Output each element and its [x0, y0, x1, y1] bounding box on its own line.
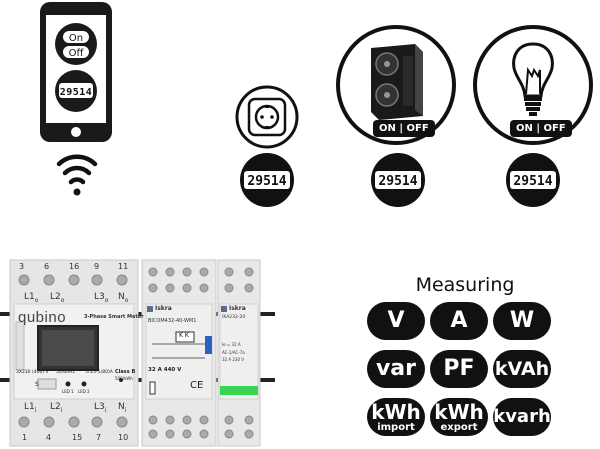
contactor-model: IKA232-20 — [222, 315, 246, 320]
ce-mark: CE — [190, 380, 204, 391]
phase-label: L2 — [50, 292, 61, 302]
unit-main: A — [450, 308, 468, 333]
meter-brand: qubino — [18, 309, 67, 326]
phase-sub: o — [34, 296, 39, 304]
relay-module — [141, 259, 217, 447]
unit-badge-kwh-export: kWh export — [430, 398, 488, 436]
phase-label: N — [118, 292, 125, 302]
meter-rate: 500/kWh — [115, 376, 133, 381]
meter-led2: LED 2 — [78, 389, 90, 394]
bulb-icon — [473, 25, 593, 145]
unit-badge-var: var — [367, 350, 425, 388]
meter-top-phase-labels: L1o L2o L3o No — [10, 292, 138, 306]
socket-counter: 29514 — [240, 153, 294, 207]
terminal-number: 15 — [72, 433, 83, 442]
unit-badge-pf: PF — [430, 350, 488, 388]
phase-sub: i — [34, 406, 37, 414]
phase-label: L3 — [94, 402, 105, 412]
contactor — [217, 259, 261, 447]
unit-badge-kwh-import: kWh import — [367, 398, 425, 436]
smart-meter — [9, 259, 139, 447]
phase-sub: i — [104, 406, 107, 414]
unit-main: kvarh — [493, 406, 551, 427]
unit-main: var — [375, 356, 417, 381]
unit-main: W — [509, 308, 535, 333]
phase-sub: i — [124, 406, 127, 414]
phone-off-label: Off — [69, 48, 85, 59]
socket-counter-digits: 29514 — [247, 174, 286, 189]
phase-sub: o — [104, 296, 109, 304]
meter-top-terminal-numbers: 3 6 16 9 11 — [10, 262, 138, 276]
meter-product: 3-Phase Smart Meter — [84, 314, 144, 320]
meter-bottom-terminal-numbers: 1 4 15 7 10 — [10, 433, 138, 445]
meter-class: Class B — [115, 369, 136, 375]
heatpump-counter-digits: 29514 — [378, 174, 417, 189]
unit-badge-kvah: kVAh — [493, 350, 551, 388]
phase-label: L1 — [24, 402, 35, 412]
socket-icon — [235, 85, 299, 149]
meter-spec-3: 0.25-5(80)A — [86, 370, 113, 375]
heatpump-onoff-label: ON | OFF — [373, 120, 435, 137]
meter-spec-2: 50/60Hz — [56, 370, 75, 375]
terminal-number: 7 — [96, 433, 102, 442]
din-rail-assembly — [0, 259, 275, 447]
unit-badge-ampere: A — [430, 302, 488, 340]
unit-sub: export — [440, 421, 478, 433]
bulb-onoff-label: ON | OFF — [510, 120, 572, 137]
phase-label: L2 — [50, 402, 61, 412]
contactor-spec-1: Ie = 32 A — [222, 342, 241, 347]
bulb-counter-digits: 29514 — [513, 174, 552, 189]
terminal-number: 3 — [19, 262, 25, 271]
measuring-title: Measuring — [415, 274, 515, 296]
terminal-number: 10 — [118, 433, 129, 442]
unit-badge-kvarh: kvarh — [493, 398, 551, 436]
relay-brand: Iskra — [155, 305, 172, 312]
unit-main: kVAh — [494, 357, 550, 380]
relay-rating: 32 A 440 V — [148, 367, 182, 373]
unit-sub: import — [377, 421, 415, 433]
bulb-counter: 29514 — [506, 153, 560, 207]
meter-s-label: S — [35, 381, 39, 388]
terminal-number: 1 — [22, 433, 28, 442]
phase-label: L1 — [24, 292, 35, 302]
unit-badge-watt: W — [493, 302, 551, 340]
heatpump-icon — [336, 25, 456, 145]
phone-on-label: On — [69, 33, 83, 44]
terminal-number: 16 — [69, 262, 80, 271]
phase-label: L3 — [94, 292, 105, 302]
meter-spec-1: 3X230 (400) V — [16, 370, 49, 375]
terminal-number: 9 — [94, 262, 100, 271]
wifi-icon — [56, 154, 98, 196]
contactor-brand: Iskra — [229, 305, 246, 312]
phone-counter-digits: 29514 — [60, 87, 93, 98]
unit-main: kWh — [371, 399, 421, 424]
smartphone-icon: On Off 29514 — [40, 2, 112, 142]
phase-sub: i — [60, 406, 63, 414]
relay-model: BICOM432-40-WM1 — [148, 318, 197, 324]
meter-led1: LED 1 — [62, 389, 74, 394]
contactor-spec-3: 32 A 230 V — [222, 357, 245, 362]
unit-main: kWh — [434, 399, 484, 424]
unit-main: V — [387, 308, 405, 333]
heatpump-counter: 29514 — [371, 153, 425, 207]
phase-label: N — [118, 402, 125, 412]
terminal-number: 11 — [118, 262, 129, 271]
terminal-number: 4 — [46, 433, 52, 442]
unit-main: PF — [443, 356, 475, 381]
unit-badge-volt: V — [367, 302, 425, 340]
terminal-number: 6 — [44, 262, 50, 271]
meter-bottom-phase-labels: L1i L2i L3i Ni — [10, 402, 138, 416]
phase-sub: o — [124, 296, 129, 304]
relay-symbol-label: K K — [179, 332, 189, 339]
contactor-spec-2: AC-1/AC-7a — [222, 350, 245, 355]
phase-sub: o — [60, 296, 65, 304]
